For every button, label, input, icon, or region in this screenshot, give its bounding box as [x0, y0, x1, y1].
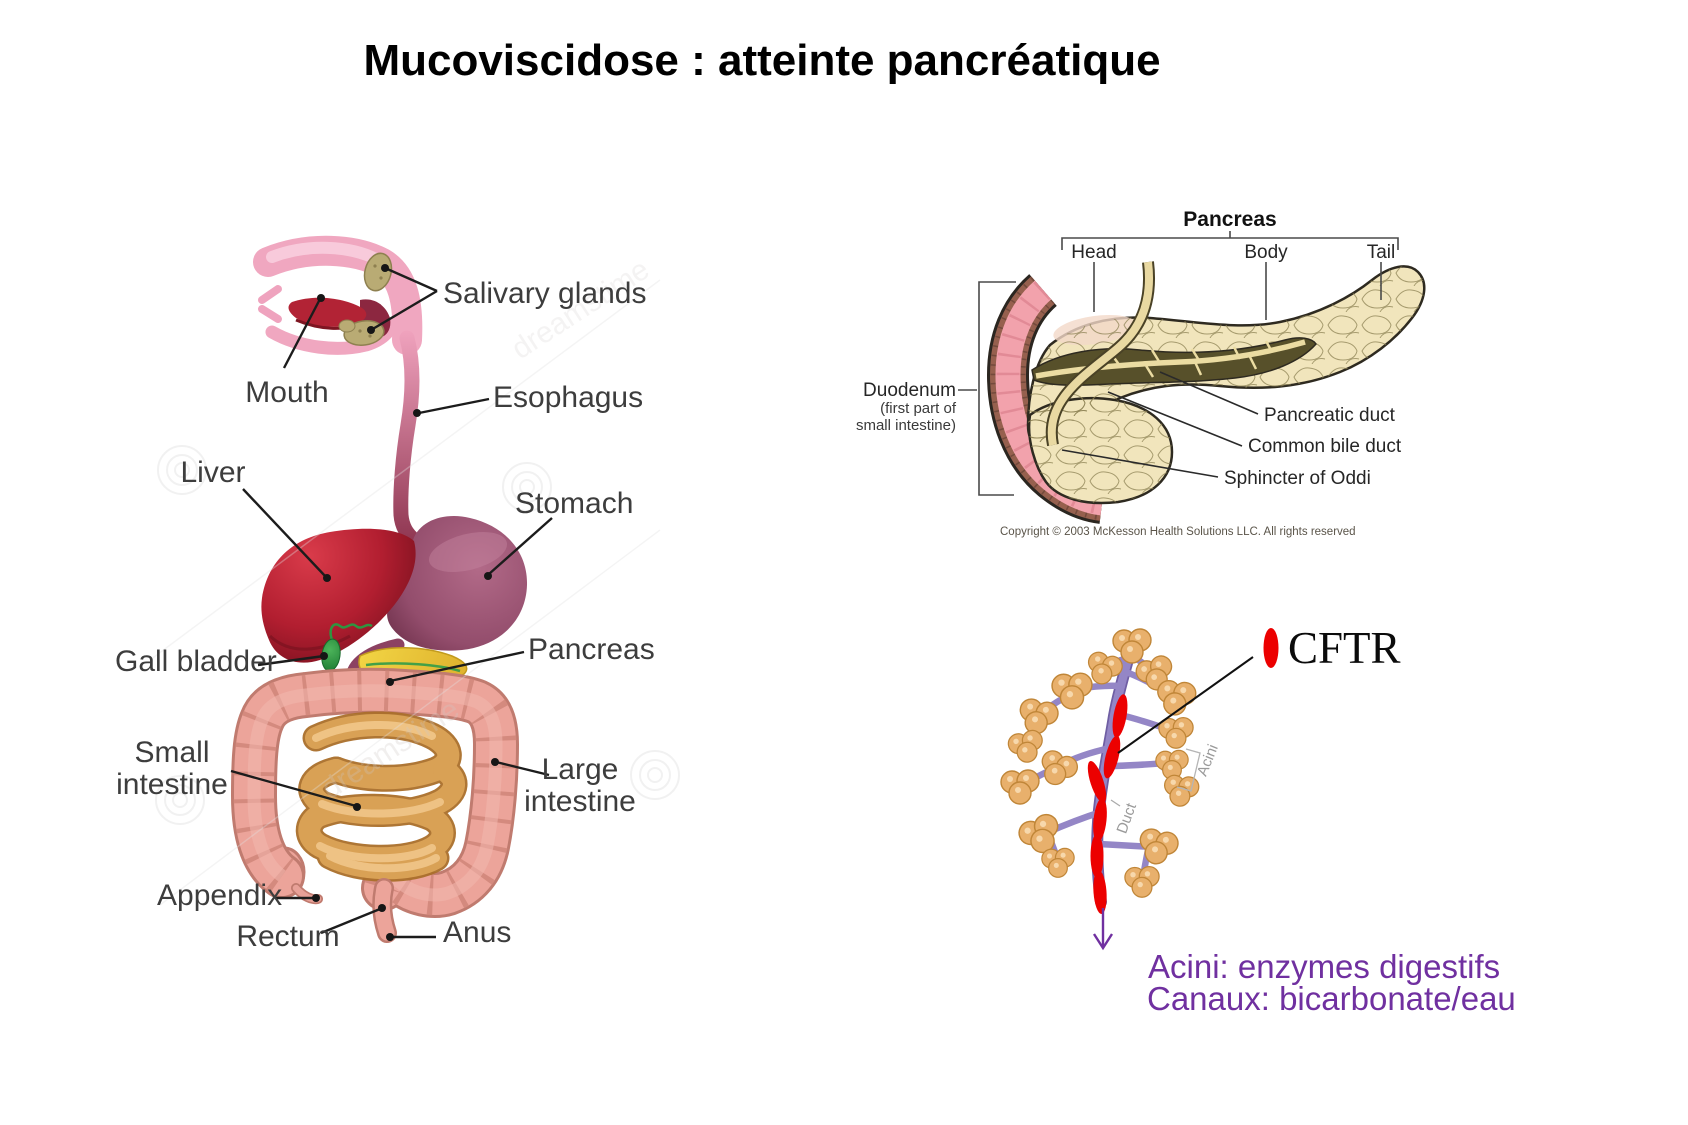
label-cftr: CFTR — [1288, 623, 1401, 673]
label-small-intestine-1: Small — [134, 736, 209, 769]
liver-shape — [261, 528, 416, 663]
pancreas-anatomy-figure: Pancreas Head Body Tail Duodenum (first … — [856, 208, 1426, 538]
label-gall-bladder: Gall bladder — [115, 645, 277, 678]
label-duodenum: Duodenum — [863, 380, 956, 401]
caption-canaux: Canaux: bicarbonate/eau — [1147, 980, 1516, 1017]
label-small-intestine-2: intestine — [116, 768, 228, 801]
label-head: Head — [1071, 242, 1116, 263]
label-pancreas-title: Pancreas — [1183, 208, 1276, 231]
label-duodenum-sub2: small intestine) — [856, 417, 956, 434]
duct-tick — [1110, 799, 1121, 807]
digestive-system-figure: dreamstime dreamstime — [115, 235, 680, 953]
label-large-intestine-2: intestine — [524, 785, 636, 818]
label-salivary-glands: Salivary glands — [443, 277, 646, 310]
label-appendix: Appendix — [157, 879, 282, 912]
stomach-shape — [387, 516, 528, 651]
pancreatic-duct-shape — [1035, 339, 1306, 379]
esophagus-shape — [393, 330, 422, 548]
cftr-legend-bead — [1263, 628, 1279, 668]
pancreas-brackets — [958, 231, 1399, 496]
label-stomach: Stomach — [515, 487, 633, 520]
leader-dots — [312, 264, 499, 941]
label-tail: Tail — [1367, 242, 1396, 263]
label-mouth: Mouth — [245, 376, 328, 409]
copyright-line: Copyright © 2003 McKesson Health Solutio… — [1000, 526, 1356, 538]
label-body: Body — [1244, 242, 1288, 263]
label-liver: Liver — [180, 456, 245, 489]
cftr-leader-line — [1117, 656, 1254, 754]
common-bile-duct-shape — [1045, 261, 1156, 447]
small-intestine-shape — [295, 711, 468, 882]
large-intestine-shape — [231, 667, 519, 918]
label-sphincter-of-oddi: Sphincter of Oddi — [1224, 468, 1371, 489]
label-pancreas: Pancreas — [528, 633, 655, 666]
lips — [258, 285, 282, 323]
label-duct: Duct — [1114, 800, 1141, 836]
label-pancreatic-duct: Pancreatic duct — [1264, 405, 1396, 426]
page-title: Mucoviscidose : atteinte pancréatique — [363, 36, 1161, 85]
leader-lines — [230, 266, 553, 939]
acini-bracket — [1176, 748, 1201, 792]
label-rectum: Rectum — [236, 920, 339, 953]
label-duodenum-sub1: (first part of — [880, 400, 957, 417]
cftr-beads — [1087, 694, 1128, 914]
pancreas-body-shape — [1026, 261, 1426, 505]
label-anus: Anus — [443, 916, 511, 949]
pancreas-leader-lines — [1061, 371, 1259, 478]
label-large-intestine-1: Large — [542, 753, 619, 786]
label-acini: Acini — [1194, 742, 1222, 779]
down-arrow — [1092, 908, 1114, 951]
acinar-figure: CFTR Acini Duct Acini: enzymes digestifs… — [1000, 623, 1516, 1017]
caption-acini: Acini: enzymes digestifs — [1148, 948, 1500, 985]
label-esophagus: Esophagus — [493, 381, 643, 414]
label-common-bile-duct: Common bile duct — [1248, 436, 1402, 457]
